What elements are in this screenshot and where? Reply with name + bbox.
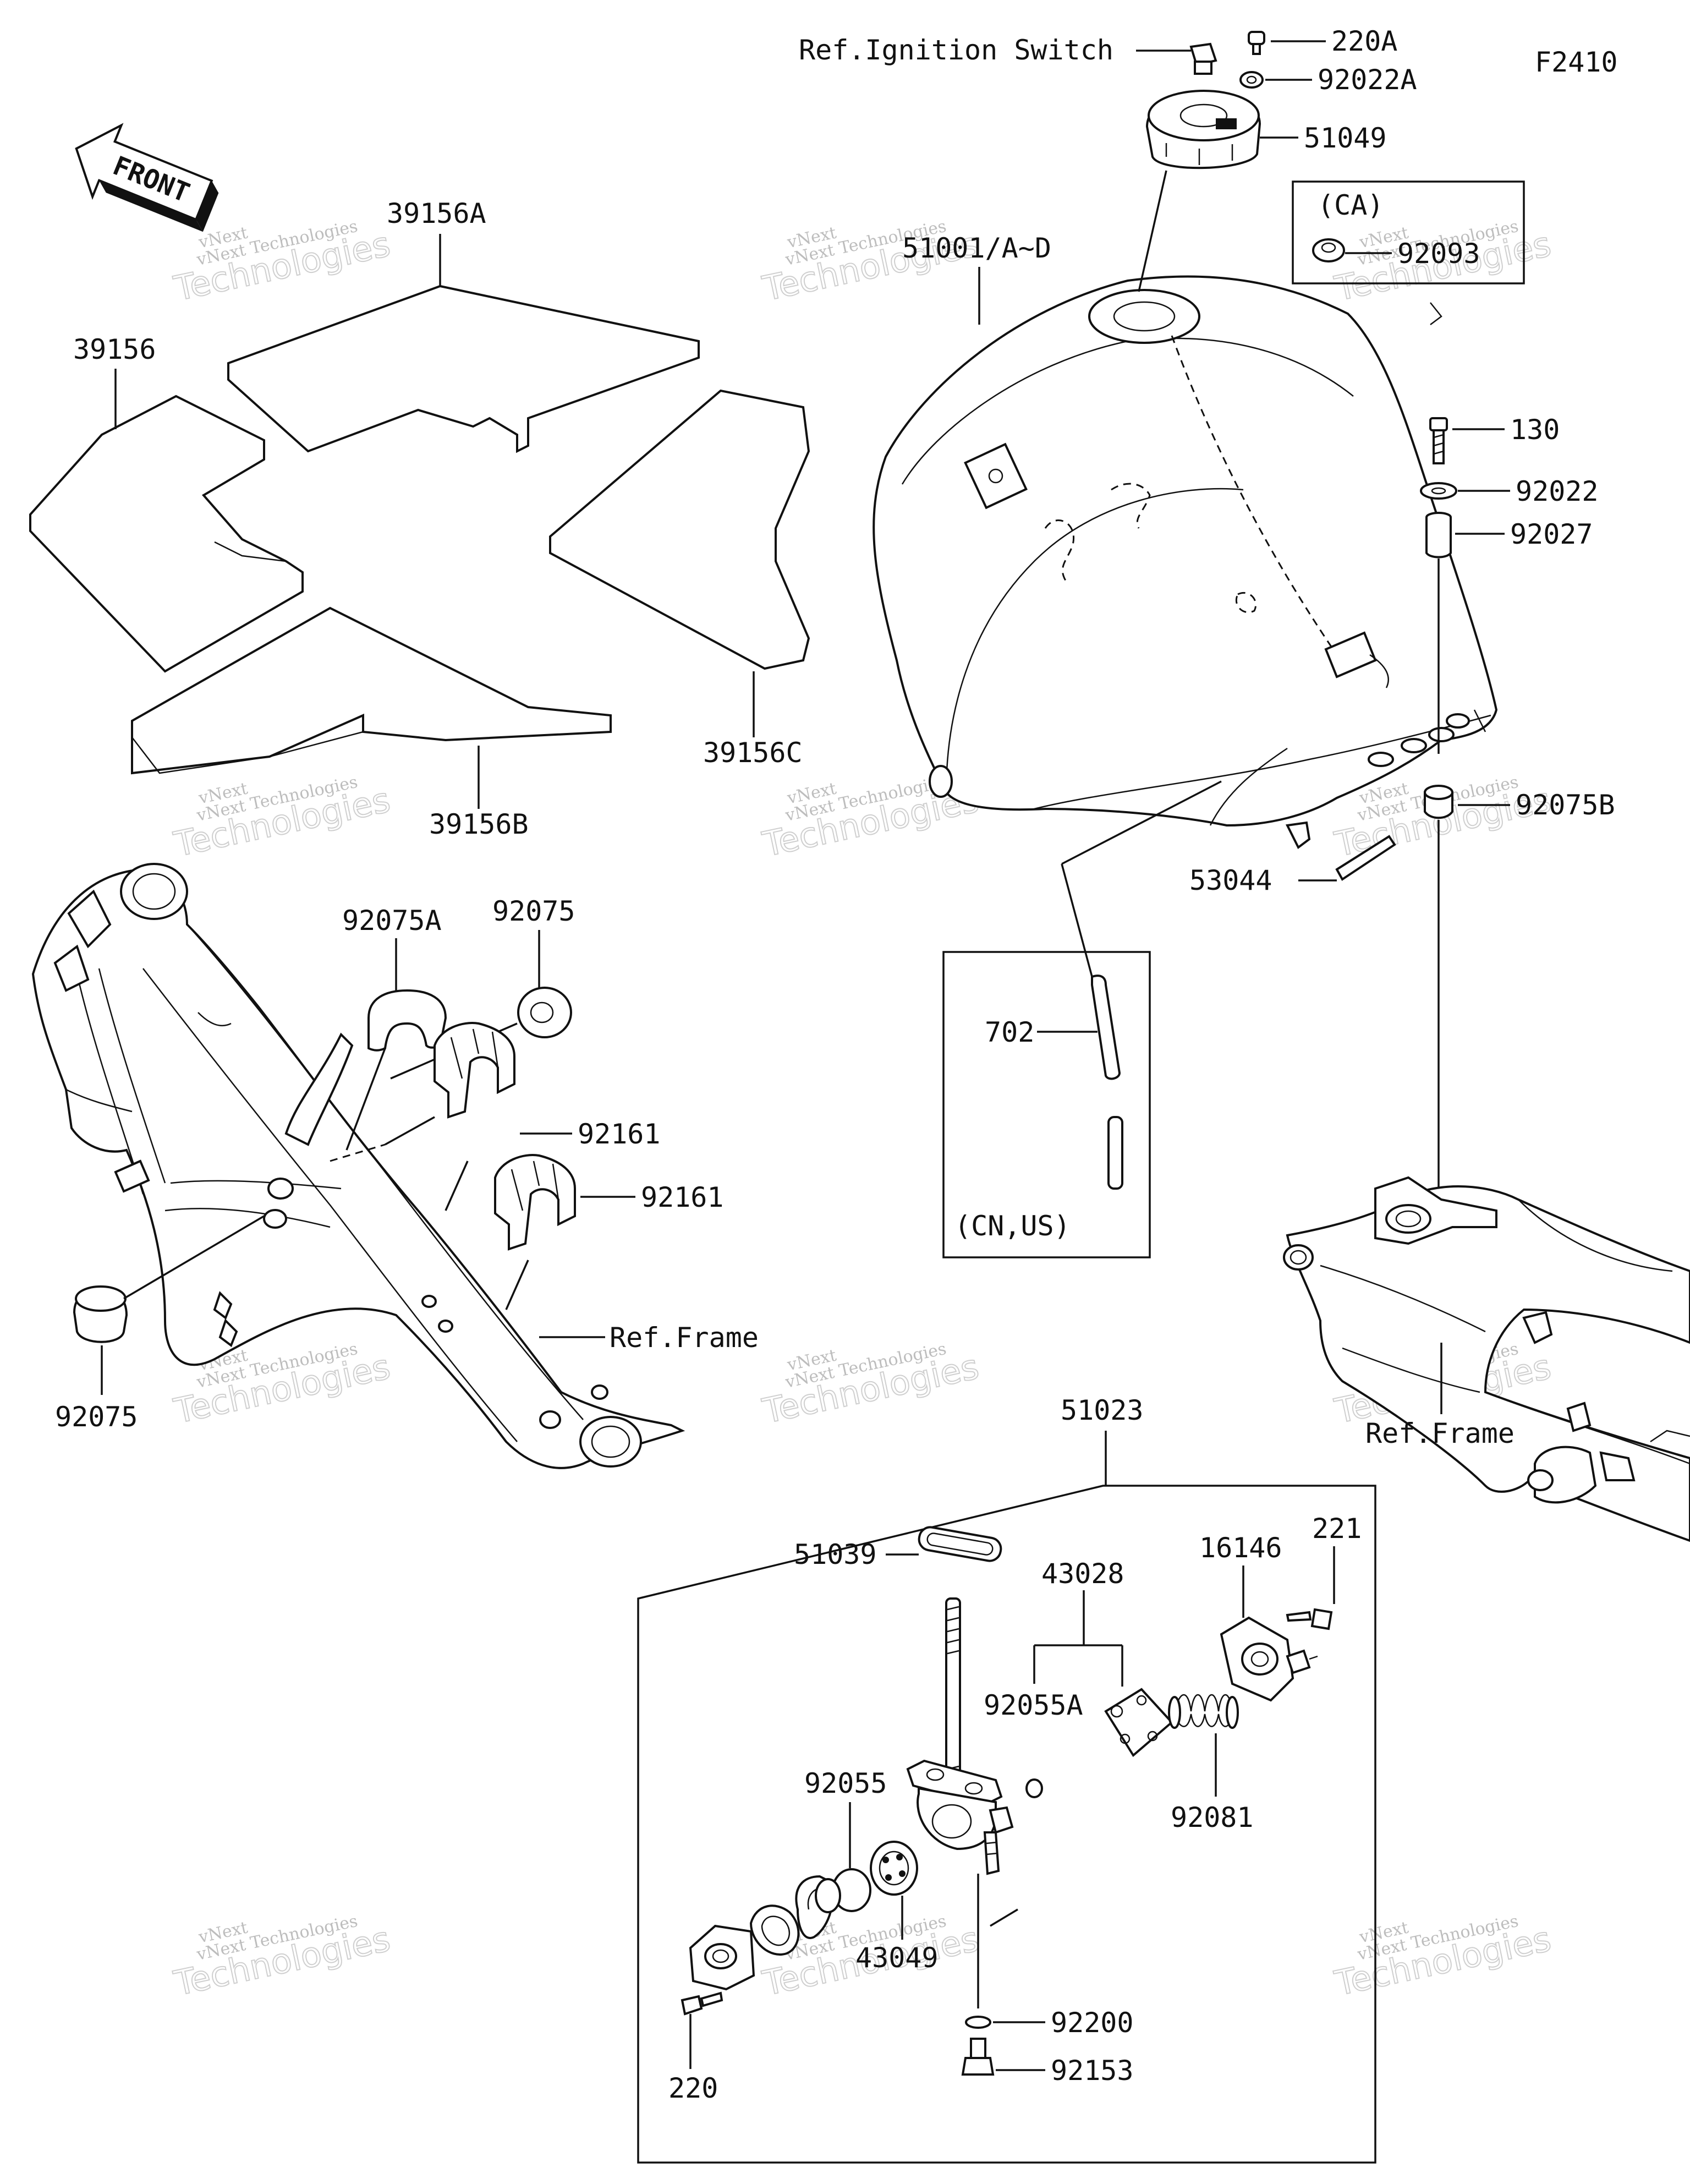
fuel-tank-51001 [873, 275, 1498, 850]
label-92075A: 92075A [342, 905, 442, 937]
label-92081: 92081 [1171, 1802, 1254, 1833]
frame-right [1283, 1176, 1690, 1542]
label-51049: 51049 [1304, 122, 1387, 154]
assembly-51023-frame [637, 1485, 1376, 2164]
watermark: vNext vNext Technologies Technologies [759, 1339, 983, 1432]
label-221: 221 [1312, 1513, 1362, 1545]
filter-holder [795, 1875, 841, 1939]
label-16146: 16146 [1199, 1532, 1282, 1564]
pad-39156C [549, 389, 810, 670]
label-51023: 51023 [1061, 1394, 1144, 1426]
pin-53044 [1335, 835, 1396, 881]
label-92075-bottom: 92075 [55, 1401, 138, 1433]
front-arrow-icon: FRONT [75, 123, 219, 232]
label-43028: 43028 [1041, 1558, 1124, 1590]
label-702: 702 [985, 1016, 1034, 1048]
o-ring-92055A [1025, 1778, 1043, 1798]
clamp-92161-a [434, 1022, 515, 1119]
bolt-130 [1429, 417, 1448, 464]
diaphragm-plate-43028 [1104, 1688, 1173, 1758]
frame-left [31, 863, 685, 1469]
hidden-line-clamp [330, 1143, 386, 1162]
washer-92200 [965, 2016, 991, 2029]
washer-92022A [1239, 71, 1264, 89]
pad-39156 [29, 395, 304, 673]
label-92153: 92153 [1051, 2055, 1134, 2087]
label-92027: 92027 [1510, 518, 1593, 550]
spring-92081 [1168, 1694, 1239, 1729]
ignition-switch-cap [1189, 42, 1217, 75]
label-130: 130 [1510, 414, 1560, 446]
label-ref-ignition: Ref.Ignition Switch [799, 34, 1113, 66]
label-92200: 92200 [1051, 2007, 1134, 2039]
grommet-92075-top [517, 987, 572, 1038]
fuel-cock-body [906, 1597, 1014, 1875]
label-43049: 43049 [855, 1942, 939, 1974]
ca-box [1292, 180, 1525, 284]
collar-92027 [1425, 512, 1452, 559]
leader-92075-bottom-to-frame [123, 1215, 265, 1300]
label-92093: 92093 [1397, 238, 1480, 270]
label-51001: 51001/A~D [902, 232, 1051, 264]
watermark: vNext vNext Technologies Technologies [1331, 1912, 1555, 2004]
clamp-92161-b [494, 1154, 576, 1251]
label-92161-a: 92161 [578, 1118, 661, 1150]
label-39156C: 39156C [703, 737, 803, 769]
label-39156B: 39156B [429, 808, 529, 840]
valve-92093 [1312, 238, 1345, 262]
watermark: vNext vNext Technologies Technologies [759, 217, 983, 309]
label-92075-top: 92075 [492, 895, 575, 927]
damper-92075B [1424, 785, 1453, 819]
leader-cushion-to-frame [385, 1116, 435, 1146]
leader-92075A-to-frame [345, 1048, 386, 1151]
figure-code: F2410 [1535, 46, 1618, 78]
bolt-220A [1248, 31, 1265, 55]
cover-16146 [1220, 1616, 1318, 1702]
label-ref-frame-right: Ref.Frame [1365, 1417, 1515, 1449]
leader-51049-to-tank [1138, 170, 1167, 292]
watermark: vNext vNext Technologies Technologies [170, 1912, 394, 2004]
label-51039: 51039 [794, 1539, 877, 1570]
gasket-plate [749, 1904, 800, 1956]
filter-43049 [870, 1841, 918, 1896]
leader-tank-to-hose-2 [1061, 863, 1093, 977]
gasket-51039 [918, 1526, 1002, 1562]
label-39156A: 39156A [387, 198, 486, 229]
bolt-92153 [961, 2038, 995, 2076]
screw-220 [681, 1991, 723, 2016]
fuel-cap-51049 [1145, 90, 1261, 169]
label-53044: 53044 [1189, 864, 1272, 896]
label-92055: 92055 [804, 1767, 887, 1799]
cushion-92075A [367, 989, 447, 1052]
cnus-label: (CN,US) [954, 1210, 1071, 1242]
label-92022: 92022 [1516, 475, 1599, 507]
pad-39156B [131, 606, 612, 775]
label-92022A: 92022A [1318, 64, 1417, 96]
screw-221 [1286, 1608, 1333, 1630]
label-220A: 220A [1331, 25, 1397, 57]
plate-base [689, 1924, 755, 1991]
pad-39156A [227, 284, 700, 453]
leader-92161-a-to-frame [445, 1161, 469, 1211]
label-ref-frame-left: Ref.Frame [610, 1322, 759, 1354]
leader-tank-to-hose [1061, 780, 1222, 865]
filler-neck [1088, 289, 1200, 344]
leader-92161-b-to-frame [505, 1260, 529, 1310]
label-220: 220 [668, 2072, 718, 2104]
label-92161-b: 92161 [641, 1181, 724, 1213]
label-92055A: 92055A [984, 1689, 1083, 1721]
label-39156: 39156 [73, 333, 156, 365]
grommet-92075-bottom [73, 1285, 128, 1343]
hose-702 [1091, 975, 1123, 1190]
washer-92022 [1420, 482, 1457, 500]
cnus-box [942, 951, 1151, 1258]
label-92075B: 92075B [1516, 789, 1615, 821]
ca-label: (CA) [1318, 189, 1384, 221]
leader-body-frame [990, 1908, 1018, 1927]
